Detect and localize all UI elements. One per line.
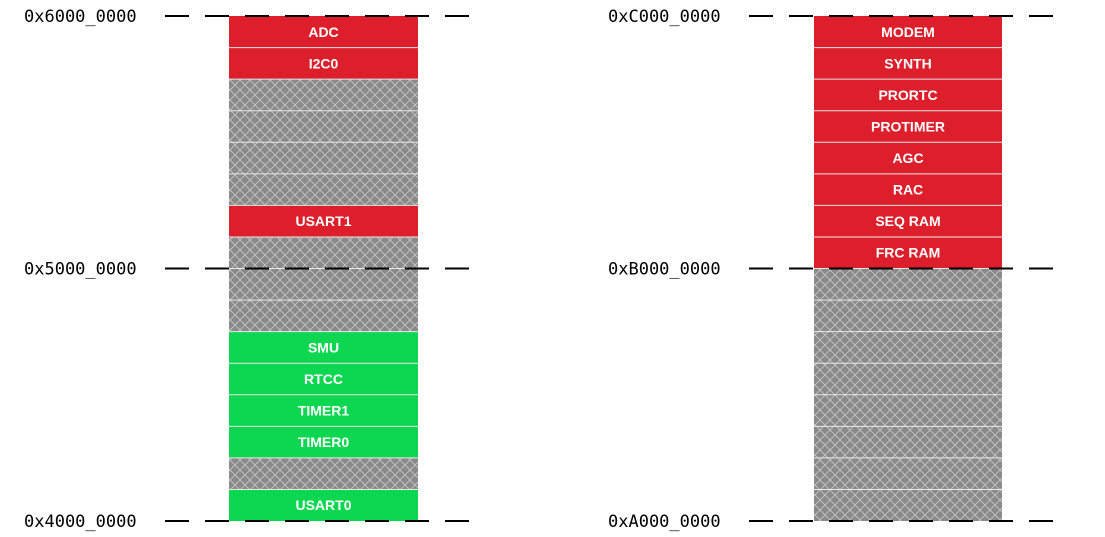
reserved-block — [814, 268, 1002, 301]
peripheral-block — [229, 426, 418, 458]
block-label: AGC — [892, 150, 923, 166]
address-label: 0x4000_0000 — [24, 512, 137, 532]
address-label: 0x6000_0000 — [24, 7, 137, 27]
block-label: SYNTH — [884, 55, 931, 71]
peripheral-block — [229, 16, 418, 48]
address-label: 0x5000_0000 — [24, 260, 137, 280]
address-label: 0xA000_0000 — [608, 512, 721, 532]
peripheral-block — [229, 331, 418, 364]
address-label: 0xC000_0000 — [608, 7, 721, 27]
block-label: TIMER0 — [298, 434, 350, 450]
reserved-block — [229, 142, 418, 174]
peripheral-block — [814, 16, 1002, 48]
reserved-block — [814, 300, 1002, 332]
block-label: FRC RAM — [876, 245, 941, 261]
reserved-block — [229, 236, 418, 269]
peripheral-block — [814, 79, 1002, 111]
reserved-block — [814, 394, 1002, 427]
block-label: I2C0 — [309, 55, 339, 71]
memory-map-2: MODEM SYNTH PRORTC PROTIMER AGC RAC SEQ RAM FRC… — [608, 7, 1067, 532]
block-label: SEQ RAM — [875, 213, 940, 229]
block-label: USART1 — [295, 213, 351, 229]
block-label: MODEM — [881, 24, 935, 40]
peripheral-block — [814, 142, 1002, 174]
peripheral-block — [814, 205, 1002, 237]
reserved-block — [814, 363, 1002, 395]
peripheral-block — [814, 173, 1002, 206]
peripheral-block — [229, 489, 418, 521]
reserved-block — [229, 79, 418, 111]
peripheral-block — [229, 363, 418, 395]
peripheral-block — [229, 394, 418, 427]
reserved-block — [814, 457, 1002, 490]
block-label: ADC — [308, 24, 338, 40]
block-label: USART0 — [295, 497, 351, 513]
peripheral-block — [814, 236, 1002, 269]
reserved-block — [229, 300, 418, 332]
reserved-block — [229, 173, 418, 206]
reserved-block — [814, 331, 1002, 364]
peripheral-block — [814, 110, 1002, 143]
peripheral-block — [814, 47, 1002, 80]
block-label: PRORTC — [878, 87, 937, 103]
reserved-block — [229, 110, 418, 143]
block-label: PROTIMER — [871, 118, 945, 134]
block-label: SMU — [308, 339, 339, 355]
reserved-block — [814, 489, 1002, 521]
reserved-block — [814, 426, 1002, 458]
peripheral-block — [229, 47, 418, 80]
reserved-block — [229, 268, 418, 301]
block-label: RAC — [893, 182, 923, 198]
address-label: 0xB000_0000 — [608, 260, 721, 280]
block-label: RTCC — [304, 371, 343, 387]
reserved-block — [229, 457, 418, 490]
peripheral-block — [229, 205, 418, 237]
block-label: TIMER1 — [298, 403, 350, 419]
